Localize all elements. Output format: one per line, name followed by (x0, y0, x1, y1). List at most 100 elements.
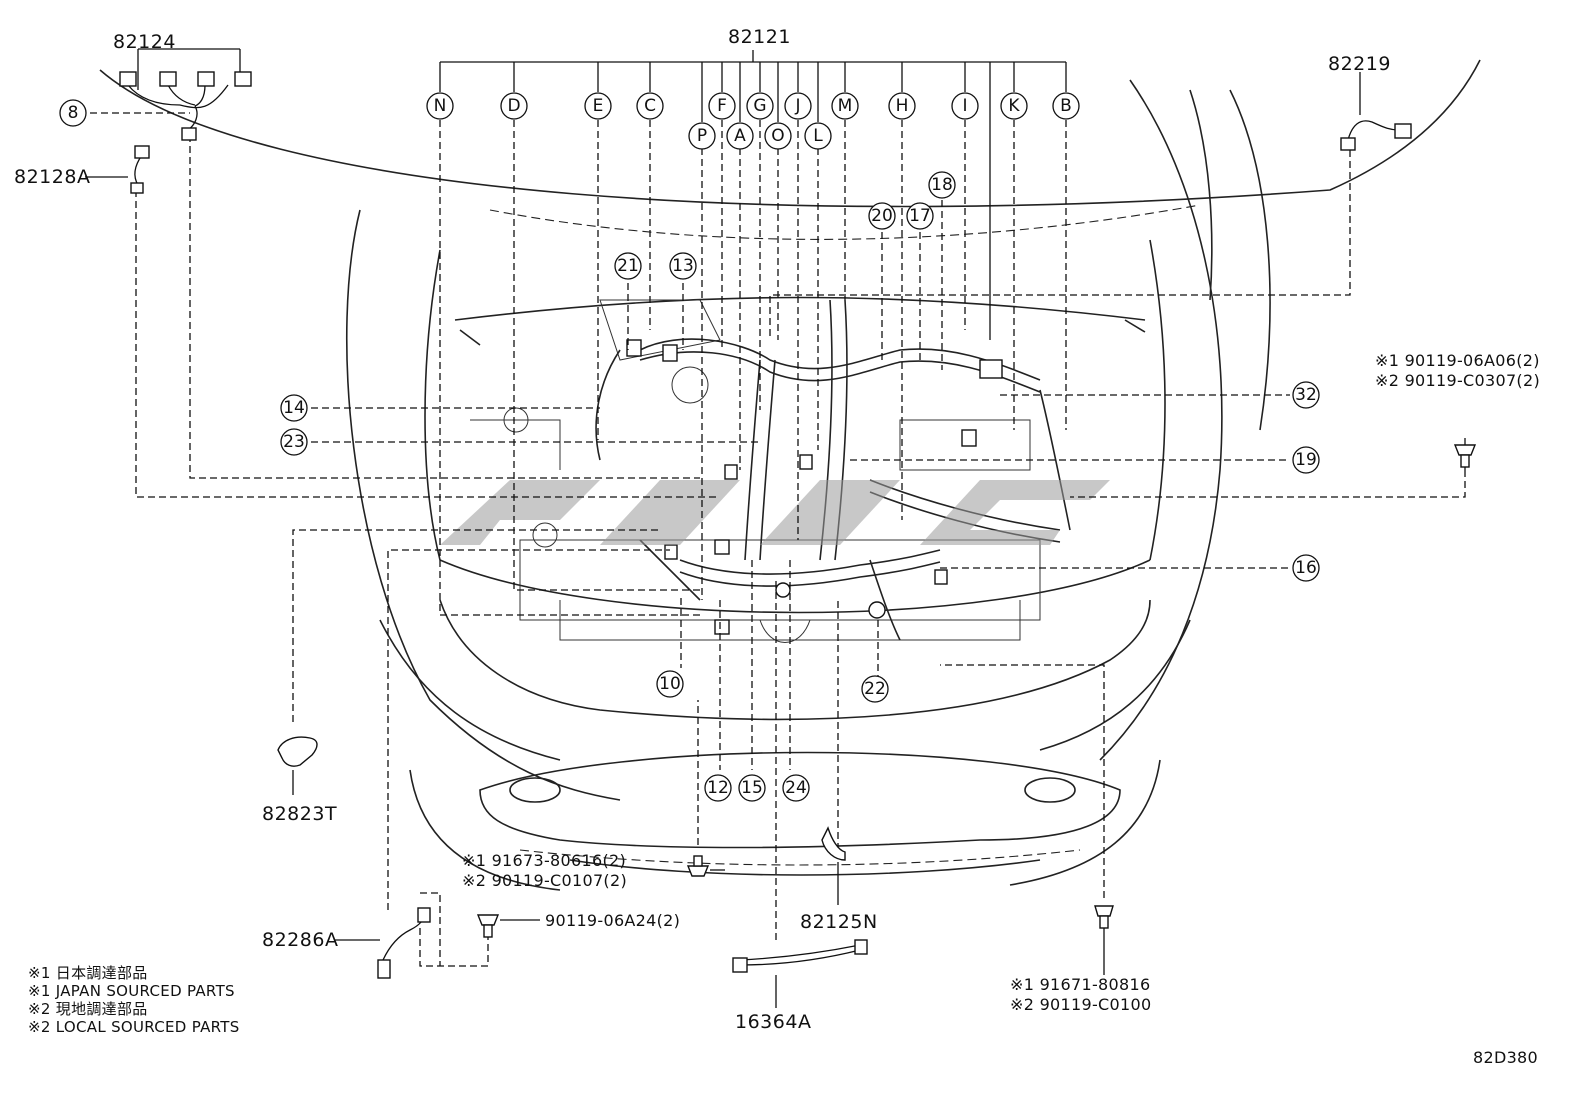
label-82121: 82121 (728, 26, 791, 48)
label-82823T: 82823T (262, 803, 337, 825)
svg-text:17: 17 (909, 206, 931, 226)
svg-text:D: D (507, 96, 520, 116)
callout-H: H (888, 92, 916, 120)
callout-21: 21 (614, 252, 642, 280)
callout-I: I (951, 92, 979, 120)
svg-text:P: P (697, 126, 707, 146)
callout-8: 8 (59, 99, 87, 127)
callout-14: 14 (280, 394, 308, 422)
label-82286A: 82286A (262, 929, 338, 951)
bolt-icon-lower-right (1094, 905, 1114, 975)
callout-J: J (784, 92, 812, 120)
part-82128A-harness (85, 145, 150, 194)
callout-32: 32 (1292, 381, 1320, 409)
callout-19: 19 (1292, 446, 1320, 474)
svg-text:N: N (434, 96, 447, 116)
legend-line-1: ※1 日本調達部品 (28, 964, 148, 982)
svg-text:G: G (753, 96, 766, 116)
callout-12: 12 (704, 774, 732, 802)
svg-text:19: 19 (1295, 450, 1317, 470)
part-82823T-grommet (277, 736, 318, 795)
svg-text:C: C (644, 96, 656, 116)
callout-15: 15 (738, 774, 766, 802)
svg-text:23: 23 (283, 432, 305, 452)
legend-line-2: ※1 JAPAN SOURCED PARTS (28, 982, 235, 1000)
svg-text:21: 21 (617, 256, 639, 276)
callout-O: O (764, 122, 792, 150)
letter-callouts: N D E C F G J M H I K B P A O L (426, 92, 1080, 150)
main-harness-bracket (439, 50, 1067, 340)
legend-line-3: ※2 現地調達部品 (28, 1000, 148, 1018)
svg-text:A: A (734, 126, 746, 146)
part-82124-harness (119, 48, 252, 141)
svg-text:15: 15 (741, 778, 763, 798)
svg-text:8: 8 (68, 103, 79, 123)
svg-text:20: 20 (871, 206, 893, 226)
label-16364A: 16364A (735, 1011, 811, 1033)
callout-10: 10 (656, 670, 684, 698)
bolt-icon-center (686, 855, 725, 877)
bolt-label-lower-right-2: ※2 90119-C0100 (1010, 995, 1151, 1014)
part-82286A-harness (335, 907, 431, 979)
bolt-label-right-upper-2: ※2 90119-C0307(2) (1375, 371, 1540, 390)
legend: ※1 日本調達部品 ※1 JAPAN SOURCED PARTS ※2 現地調達… (28, 964, 240, 1036)
svg-text:K: K (1008, 96, 1020, 116)
callout-16: 16 (1292, 554, 1320, 582)
svg-text:24: 24 (785, 778, 807, 798)
svg-text:L: L (813, 126, 823, 146)
legend-line-4: ※2 LOCAL SOURCED PARTS (28, 1018, 240, 1036)
bolt-labels: ※1 90119-06A06(2) ※2 90119-C0307(2) ※1 9… (462, 351, 1540, 1014)
svg-text:J: J (794, 96, 800, 116)
bolt-icon-lower-left (476, 914, 540, 938)
part-82125N-connector (821, 826, 846, 905)
callout-D: D (500, 92, 528, 120)
svg-text:F: F (717, 96, 727, 116)
bolt-label-lower-right-1: ※1 91671-80816 (1010, 975, 1150, 994)
callout-13: 13 (669, 252, 697, 280)
part-labels: 82124 82121 82219 82128A 82823T 82286A 8… (14, 26, 1391, 1033)
callout-L: L (804, 122, 832, 150)
svg-text:10: 10 (659, 674, 681, 694)
callout-24: 24 (782, 774, 810, 802)
vehicle-outline (99, 59, 1481, 891)
callout-K: K (1000, 92, 1028, 120)
svg-text:22: 22 (864, 679, 886, 699)
callout-C: C (636, 92, 664, 120)
svg-text:M: M (838, 96, 853, 116)
callout-B: B (1052, 92, 1080, 120)
leader-lines (90, 112, 1466, 967)
svg-text:B: B (1060, 96, 1072, 116)
part-82219-harness (1340, 72, 1412, 151)
callout-E: E (584, 92, 612, 120)
callout-A: A (726, 122, 754, 150)
callout-N: N (426, 92, 454, 120)
svg-text:32: 32 (1295, 385, 1317, 405)
callout-20: 20 (868, 202, 896, 230)
callout-18: 18 (928, 171, 956, 199)
svg-text:12: 12 (707, 778, 729, 798)
bolt-label-right-upper-1: ※1 90119-06A06(2) (1375, 351, 1540, 370)
callout-22: 22 (861, 675, 889, 703)
callout-G: G (746, 92, 774, 120)
svg-text:18: 18 (931, 175, 953, 195)
label-82125N: 82125N (800, 911, 878, 933)
callout-P: P (688, 122, 716, 150)
svg-text:H: H (896, 96, 909, 116)
callout-M: M (831, 92, 859, 120)
bolt-label-center-1: ※1 91673-80616(2) (462, 851, 626, 870)
label-82219: 82219 (1328, 53, 1391, 75)
number-callouts: 8 21 13 14 23 18 20 17 32 19 16 10 22 12… (59, 99, 1320, 802)
watermark (440, 480, 1110, 545)
label-82124: 82124 (113, 31, 176, 53)
part-16364A-wire (732, 939, 868, 1008)
bolt-label-center-2: ※2 90119-C0107(2) (462, 871, 627, 890)
callout-F: F (708, 92, 736, 120)
bolt-label-lower-left: 90119-06A24(2) (545, 911, 680, 930)
callout-17: 17 (906, 202, 934, 230)
figure-code: 82D380 (1473, 1048, 1538, 1067)
callout-23: 23 (280, 428, 308, 456)
svg-text:14: 14 (283, 398, 305, 418)
svg-text:13: 13 (672, 256, 694, 276)
